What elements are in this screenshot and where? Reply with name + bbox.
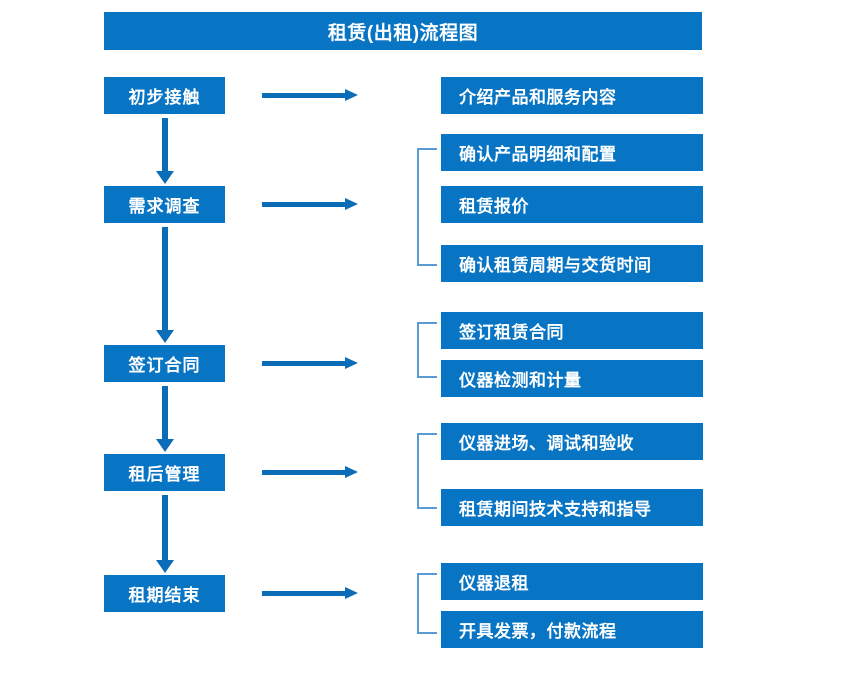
stage-box-2[interactable]: 需求调查 (104, 186, 225, 223)
detail-box-4[interactable]: 确认租赁周期与交货时间 (441, 245, 703, 282)
detail-box-1[interactable]: 介绍产品和服务内容 (441, 77, 703, 114)
group-bracket-3 (417, 433, 437, 509)
group-bracket-4 (417, 573, 437, 634)
detail-box-6[interactable]: 仪器检测和计量 (441, 360, 703, 397)
detail-box-7[interactable]: 仪器进场、调试和验收 (441, 423, 703, 460)
detail-box-10[interactable]: 开具发票，付款流程 (441, 611, 703, 648)
stage-box-1[interactable]: 初步接触 (104, 77, 225, 114)
vertical-flow-arrow-4 (156, 495, 174, 573)
stage-box-5[interactable]: 租期结束 (104, 575, 225, 612)
stage-box-4[interactable]: 租后管理 (104, 454, 225, 491)
detail-box-3[interactable]: 租赁报价 (441, 186, 703, 223)
vertical-flow-arrow-3 (156, 386, 174, 452)
vertical-flow-arrow-1 (156, 118, 174, 184)
diagram-title: 租赁(出租)流程图 (104, 12, 702, 50)
horizontal-arrow-2 (262, 196, 358, 212)
stage-box-3[interactable]: 签订合同 (104, 345, 225, 382)
detail-box-2[interactable]: 确认产品明细和配置 (441, 134, 703, 171)
vertical-flow-arrow-2 (156, 227, 174, 343)
detail-box-8[interactable]: 租赁期间技术支持和指导 (441, 489, 703, 526)
group-bracket-1 (417, 148, 437, 266)
detail-box-5[interactable]: 签订租赁合同 (441, 312, 703, 349)
horizontal-arrow-5 (262, 585, 358, 601)
detail-box-9[interactable]: 仪器退租 (441, 563, 703, 600)
horizontal-arrow-4 (262, 464, 358, 480)
horizontal-arrow-3 (262, 355, 358, 371)
horizontal-arrow-1 (262, 87, 358, 103)
group-bracket-2 (417, 322, 437, 378)
